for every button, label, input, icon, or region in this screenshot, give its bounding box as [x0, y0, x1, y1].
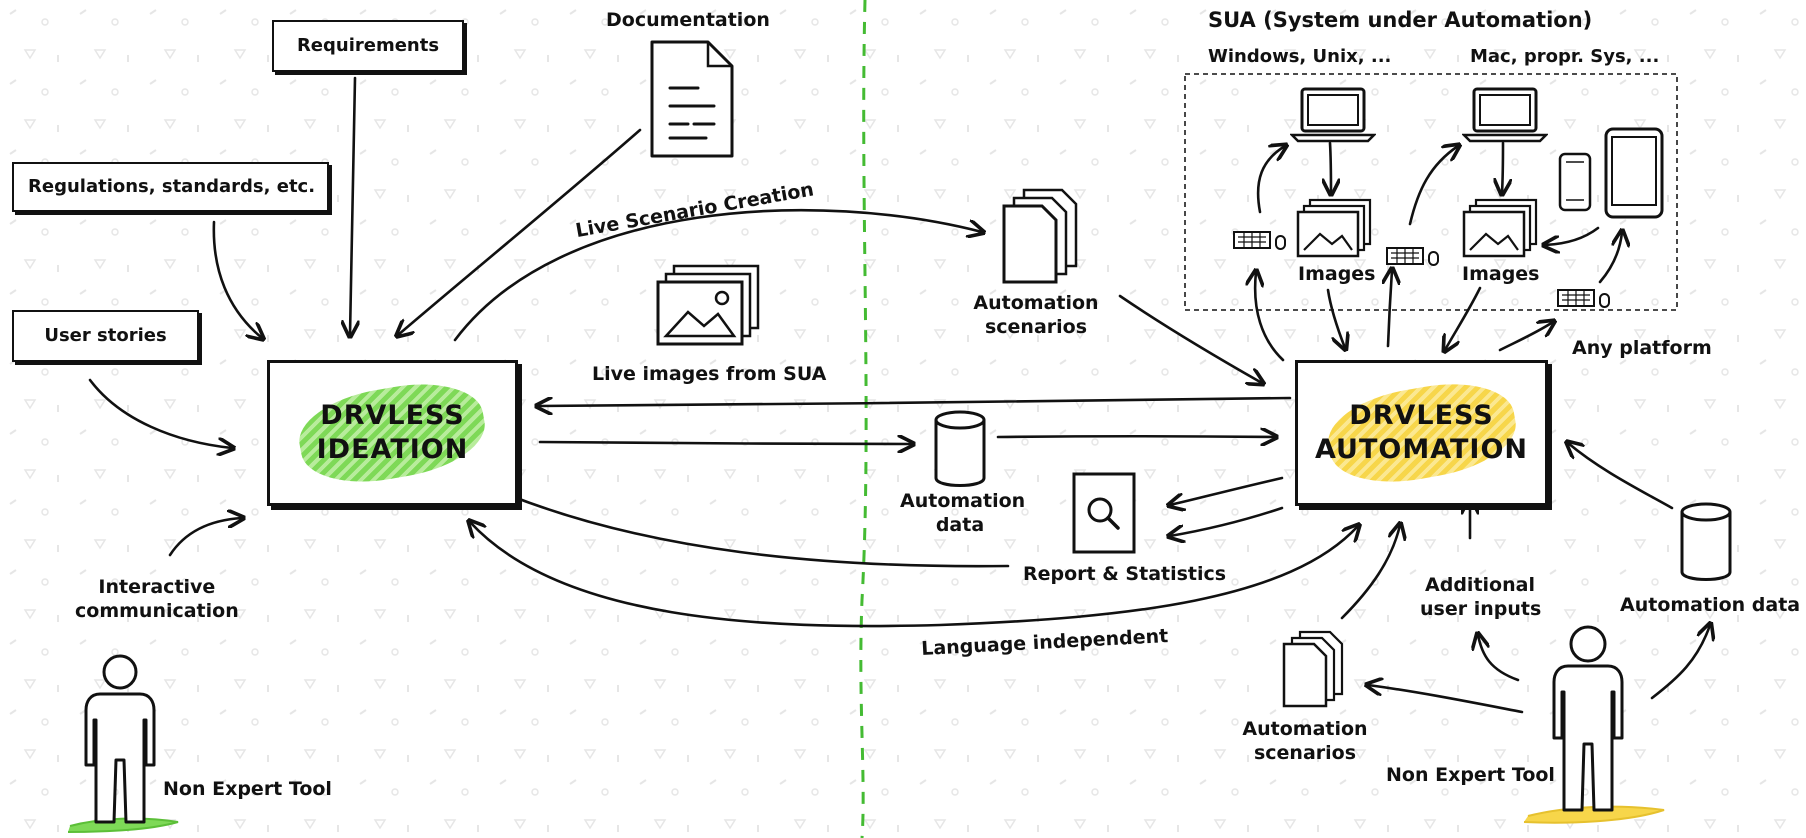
- database-icon: [1680, 502, 1732, 581]
- automation-data-label: Automation data: [900, 490, 1026, 538]
- arrow-data-to-automation: [996, 436, 1275, 437]
- ideation-title: DRVLESS IDEATION: [270, 363, 515, 503]
- person-icon: [1523, 625, 1665, 824]
- arrow-laptop2-to-images2: [1502, 141, 1503, 193]
- person-icon: [67, 654, 179, 833]
- arrow-to-data: [538, 442, 912, 444]
- requirements-box: Requirements: [272, 20, 464, 72]
- laptop-icon: [1290, 87, 1376, 143]
- arrow-live-scenario: [453, 208, 982, 342]
- arrow-scenarios-to-automation: [1118, 294, 1262, 383]
- right-non-expert-label: Non Expert Tool: [1386, 764, 1555, 786]
- regulations-box: Regulations, standards, etc.: [12, 162, 329, 212]
- interactive-line2: communication: [75, 599, 239, 622]
- automation-data-line1: Automation: [900, 490, 1026, 512]
- arrow-automation-to-report-1: [1170, 476, 1284, 505]
- interactive-line1: Interactive: [98, 576, 216, 598]
- additional-line2: user inputs: [1420, 597, 1542, 620]
- arrow-scenarios-to-auto: [1340, 525, 1400, 620]
- arrow-keyboard2-to-laptop2: [1408, 146, 1458, 226]
- arrow-tablet-to-images2: [1545, 226, 1600, 245]
- user-stories-box: User stories: [12, 310, 199, 362]
- dashed-divider: [859, 0, 868, 838]
- automation-title-line2: AUTOMATION: [1314, 434, 1529, 465]
- live-images-label: Live images from SUA: [592, 363, 827, 385]
- left-non-expert-label: Non Expert Tool: [163, 778, 332, 800]
- database-icon: [934, 410, 986, 487]
- arrow-images1-to-auto: [1326, 288, 1345, 348]
- additional-line1: Additional: [1425, 574, 1535, 596]
- right-scenarios-line2: scenarios: [1253, 741, 1357, 764]
- automation-data-line2: data: [935, 513, 985, 536]
- arrow-images2-to-auto: [1445, 286, 1482, 350]
- additional-inputs-label: Additional user inputs: [1420, 574, 1542, 622]
- keyboard-mouse-icon: [1557, 289, 1610, 308]
- arrow-live-images: [538, 396, 1292, 406]
- sua-title: SUA (System under Automation): [1208, 8, 1593, 32]
- interactive-communication-label: Interactive communication: [75, 576, 239, 624]
- keyboard-mouse-icon: [1386, 247, 1439, 266]
- arrow-interactive: [168, 518, 242, 557]
- automation-title: DRVLESS AUTOMATION: [1298, 363, 1545, 503]
- tablet-icon: [1604, 127, 1664, 219]
- scenario-stack-icon: [1002, 188, 1078, 284]
- scenario-stack-icon: [1282, 630, 1344, 708]
- phone-icon: [1558, 152, 1592, 212]
- right-scenarios-label: Automation scenarios: [1240, 718, 1370, 766]
- arrow-report-to-ideation: [478, 482, 1010, 568]
- laptop-icon: [1462, 87, 1548, 143]
- report-statistics-label: Report & Statistics: [1023, 563, 1227, 585]
- regulations-label: Regulations, standards, etc.: [28, 176, 316, 197]
- windows-label: Windows, Unix, ...: [1208, 46, 1392, 67]
- arrow-person-to-additional: [1478, 635, 1520, 682]
- arrow-auto-to-keyboard1: [1255, 272, 1285, 362]
- right-scenarios-line1: Automation: [1242, 718, 1368, 740]
- arrow-regulations: [212, 220, 262, 338]
- arrow-requirements: [350, 76, 355, 335]
- automation-core: DRVLESS AUTOMATION: [1295, 360, 1548, 506]
- images2-label: Images: [1462, 263, 1540, 285]
- report-magnifier-icon: [1072, 472, 1136, 554]
- ideation-core: DRVLESS IDEATION: [267, 360, 518, 506]
- arrow-auto-to-keyboard2: [1388, 270, 1392, 348]
- ideation-title-line1: DRVLESS: [320, 400, 465, 432]
- keyboard-mouse-icon: [1233, 231, 1286, 250]
- image-stack-icon: [656, 264, 760, 346]
- arrow-any-platform: [1498, 322, 1553, 352]
- arrow-user-stories: [88, 378, 232, 448]
- automation-title-line1: DRVLESS: [1349, 400, 1494, 432]
- images1-label: Images: [1298, 263, 1376, 285]
- middle-scenarios-label: Automation scenarios: [966, 292, 1106, 340]
- arrow-person-to-scenarios: [1368, 685, 1524, 714]
- right-automation-data-label: Automation data: [1620, 594, 1801, 616]
- arrow-laptop1-to-images1: [1330, 141, 1331, 193]
- arrow-data-to-auto: [1568, 443, 1674, 510]
- arrow-keyboard1-to-laptop1: [1256, 146, 1285, 214]
- middle-scenarios-line1: Automation: [973, 292, 1099, 314]
- mac-label: Mac, propr. Sys, ...: [1470, 46, 1660, 67]
- requirements-label: Requirements: [296, 35, 440, 56]
- image-stack-icon: [1462, 198, 1538, 258]
- image-stack-icon: [1296, 198, 1372, 258]
- any-platform-label: Any platform: [1572, 337, 1712, 359]
- arrow-person-to-data: [1650, 625, 1710, 700]
- middle-scenarios-line2: scenarios: [984, 315, 1088, 338]
- document-icon: [650, 40, 734, 158]
- ideation-title-line2: IDEATION: [316, 434, 469, 465]
- arrow-keyboard3-to-tablet: [1598, 232, 1622, 284]
- arrow-language-loop: [470, 522, 1358, 628]
- arrow-documentation: [398, 128, 642, 335]
- documentation-label: Documentation: [606, 9, 770, 31]
- user-stories-label: User stories: [44, 325, 167, 346]
- sua-frame: [1184, 73, 1678, 311]
